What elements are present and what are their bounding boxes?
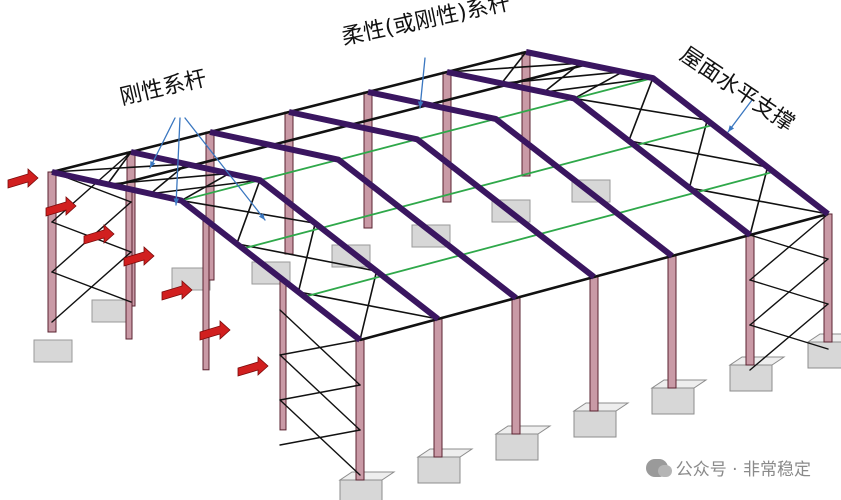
- leader-arrowhead: [417, 101, 424, 108]
- column: [433, 318, 443, 458]
- leader-arrowhead: [258, 213, 265, 220]
- roof-brace: [180, 172, 231, 202]
- leader-line: [727, 99, 753, 133]
- column: [363, 91, 373, 229]
- roof-brace: [359, 270, 378, 341]
- rafter: [367, 89, 674, 259]
- roof-brace: [500, 51, 527, 85]
- wall-brace: [749, 258, 829, 326]
- wind-arrows-layer: [7, 168, 269, 377]
- wall-brace: [749, 303, 829, 371]
- rafter: [525, 49, 830, 217]
- columns-layer: [47, 51, 833, 481]
- column: [667, 255, 677, 389]
- column: [823, 213, 833, 343]
- roof-brace: [749, 166, 769, 236]
- wind-load-arrow: [199, 320, 231, 341]
- rafter: [288, 109, 596, 280]
- leader-arrowhead: [150, 161, 156, 168]
- leader-line: [149, 117, 176, 169]
- watermark-text: 公众号 · 非常稳定: [675, 460, 811, 480]
- roof-brace: [627, 77, 654, 142]
- footing: [807, 341, 841, 369]
- watermark: 公众号 · 非常稳定: [645, 455, 811, 480]
- wind-load-arrow: [83, 224, 115, 245]
- rafter: [209, 129, 518, 301]
- wall-brace: [279, 339, 361, 356]
- column: [47, 171, 57, 333]
- wall-brace: [749, 213, 829, 281]
- leader-line: [419, 57, 426, 109]
- footing: [339, 479, 383, 500]
- wind-load-arrow: [7, 168, 39, 189]
- wind-load-arrow: [161, 280, 193, 301]
- column: [284, 111, 294, 255]
- footing-top: [416, 448, 474, 458]
- column: [511, 297, 521, 435]
- wind-load-arrow: [123, 246, 155, 267]
- wall-brace: [279, 429, 361, 446]
- footing: [91, 299, 131, 323]
- leader-line: [184, 117, 266, 221]
- footing: [417, 456, 461, 484]
- footing-top: [650, 379, 708, 389]
- roof-brace: [106, 151, 132, 186]
- column: [589, 276, 599, 412]
- footing-top: [572, 402, 630, 412]
- leader-arrowhead: [728, 125, 735, 132]
- roof-brace: [297, 222, 317, 293]
- column: [442, 71, 452, 203]
- gable-column: [202, 219, 210, 371]
- column: [745, 234, 755, 366]
- roof-brace: [573, 71, 624, 100]
- roof-brace: [236, 179, 261, 245]
- leader-line: [175, 117, 181, 206]
- footing: [573, 410, 617, 438]
- leader-lines-layer: [149, 57, 753, 221]
- bracing-layer: [51, 51, 829, 476]
- wind-load-arrow: [45, 196, 77, 217]
- roof-brace: [688, 119, 709, 189]
- footing-top: [728, 356, 786, 366]
- footings-layer: [33, 179, 841, 500]
- rafter: [446, 69, 752, 238]
- wechat-icon: [645, 458, 672, 477]
- footing: [495, 433, 539, 461]
- footing: [651, 387, 695, 415]
- rafters-layer: [51, 49, 830, 343]
- wall-brace: [51, 251, 132, 323]
- column: [521, 51, 531, 177]
- rafter: [51, 169, 362, 343]
- footing-top: [338, 471, 396, 481]
- column: [355, 339, 365, 481]
- wall-brace: [279, 384, 361, 401]
- footing-top: [494, 425, 552, 435]
- rafter: [130, 149, 440, 322]
- footing: [33, 339, 73, 363]
- wind-load-arrow: [237, 356, 269, 377]
- leader-arrowhead: [173, 198, 180, 205]
